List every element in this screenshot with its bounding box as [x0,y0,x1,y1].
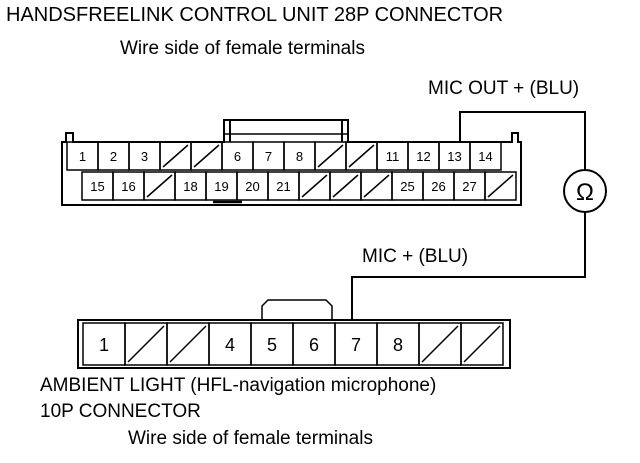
pin-number: 3 [141,149,148,164]
pin-number: 11 [386,149,400,164]
pin-number: 7 [265,149,272,164]
mic-in-label: MIC + (BLU) [362,246,469,267]
pin-number: 6 [309,335,319,355]
unused-pin-slash [301,174,328,198]
unused-pin-slash [363,174,390,198]
pin-number: 1 [99,335,109,355]
pin-number: 20 [245,179,259,194]
unused-pin-slash [332,174,359,198]
pin-number: 16 [121,179,135,194]
hfl-bottom-row: 15 16 18 19 20 21 25 26 27 [81,171,517,201]
ambient-connector-subtitle: Wire side of female terminals [128,428,373,449]
unused-pin-slash [127,325,165,363]
ambient-connector-type: 10P CONNECTOR [40,401,201,422]
hfl-connector-title: HANDSFREELINK CONTROL UNIT 28P CONNECTOR [6,4,504,26]
pin-number: 14 [478,149,492,164]
unused-pin-slash [162,144,189,168]
empty-cavity [460,322,504,366]
pin-number: 13 [447,149,461,164]
pin-number: 4 [225,335,235,355]
unused-pin-slash [169,325,207,363]
unused-pin-slash [193,144,220,168]
ambient-housing-outline [77,319,511,369]
pin-number: 7 [351,335,361,355]
pin-number: 12 [416,149,430,164]
unused-pin-slash [348,144,375,168]
unused-pin-slash [146,174,173,198]
ambient-lock-tab [261,299,333,320]
pin-number: 25 [400,179,414,194]
test-wiring [351,111,607,320]
pin-number: 6 [234,149,241,164]
pin-number: 26 [431,179,445,194]
ohmmeter-circle [563,169,607,213]
ambient-pin-row: 1 4 5 6 7 8 [82,322,504,366]
pin-number: 8 [393,335,403,355]
hfl-lock-tab [223,119,349,135]
ohm-icon: Ω [576,179,594,206]
pin-number: 21 [276,179,290,194]
pin-number: 18 [183,179,197,194]
pin-number: 19 [214,179,228,194]
ambient-connector-title: AMBIENT LIGHT (HFL-navigation microphone… [40,375,437,396]
mic-in-wire [351,212,586,320]
pin-cavity [469,141,502,171]
hfl-connector-housing [61,119,522,206]
empty-cavity [484,171,517,201]
unused-pin-slash [487,174,514,198]
pin-number: 1 [79,149,86,164]
mic-out-label: MIC OUT + (BLU) [428,78,580,99]
pin-number: 15 [90,179,104,194]
pin-number: 2 [110,149,117,164]
pin-number: 27 [462,179,476,194]
ambient-connector-housing [77,299,511,369]
unused-pin-slash [421,325,459,363]
pin-number: 5 [267,335,277,355]
pin-number: 8 [296,149,303,164]
hfl-connector-subtitle: Wire side of female terminals [120,38,365,59]
mic-out-wire [459,111,586,170]
unused-pin-slash [463,325,501,363]
unused-pin-slash [317,144,344,168]
